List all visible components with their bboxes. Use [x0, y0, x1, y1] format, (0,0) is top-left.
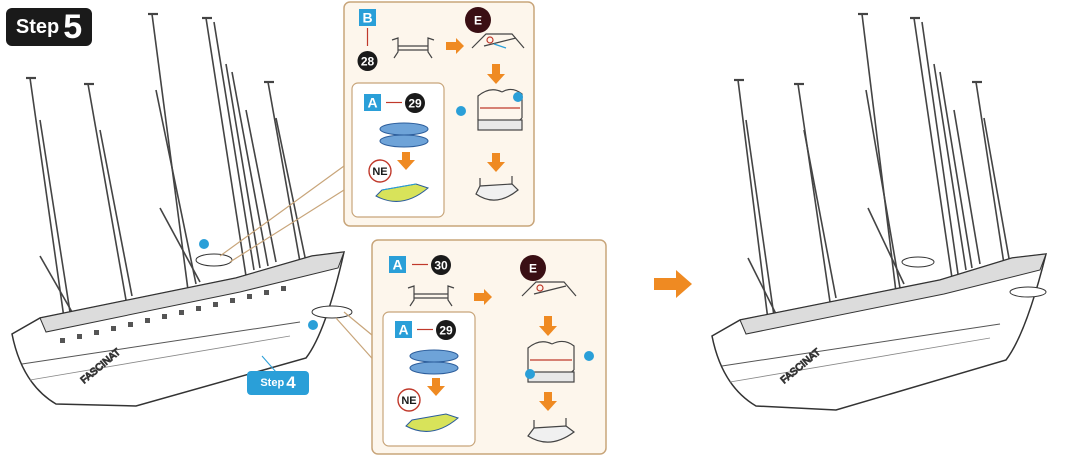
callout-dot-left-1	[199, 239, 209, 249]
mounted-boat-2	[311, 305, 353, 319]
step-number: 5	[63, 8, 83, 46]
part-28-number: 28	[361, 55, 375, 69]
step-badge: Step 5	[6, 8, 92, 46]
callout-dot-bottom-1	[525, 369, 535, 379]
davit-part-icon-bottom	[407, 285, 455, 307]
ship-after: FASCINAT	[711, 12, 1047, 411]
boat-hull-part-icon	[379, 122, 429, 148]
part-29-badge-top	[405, 93, 425, 113]
part-a-letter-sub-top: A	[367, 95, 377, 111]
ship-deck	[39, 251, 345, 333]
gunport	[60, 338, 65, 343]
part-e-badge-bottom	[520, 255, 546, 281]
mounted-boat-1	[195, 253, 233, 267]
part-b-badge	[359, 9, 376, 26]
boat-with-davits-icon-bottom	[527, 340, 575, 383]
boat-with-davits-icon	[477, 88, 523, 131]
ne-label-top: NE	[372, 166, 387, 178]
ship-after-deck	[739, 253, 1047, 335]
davit-part-icon	[391, 37, 435, 59]
painted-boat-icon-bottom	[405, 413, 460, 432]
arrow-down-bottom-1	[539, 316, 557, 336]
gunport	[77, 334, 82, 339]
ship-before: FASCINAT	[11, 12, 353, 407]
leader-lines	[219, 165, 379, 366]
arrow-down-sub-top	[397, 152, 415, 170]
part-30-number: 30	[434, 259, 448, 273]
part-a-letter-bottom: A	[392, 257, 402, 273]
gunport	[162, 314, 167, 319]
gunport	[111, 326, 116, 331]
panel-bottom: A 30 E	[371, 239, 607, 455]
gunport	[264, 290, 269, 295]
gunport	[94, 330, 99, 335]
davit-glued-icon-bottom	[521, 281, 577, 297]
ne-badge-top	[368, 159, 392, 183]
gunport	[213, 302, 218, 307]
ne-label-bottom: NE	[401, 395, 416, 407]
subpanel-top: A 29 NE	[351, 82, 445, 218]
ship-after-boat-2	[1009, 286, 1047, 298]
step4-tag: Step 4	[247, 371, 309, 395]
part-a-badge-sub-top	[364, 94, 381, 111]
part-e-badge-top	[465, 7, 491, 33]
step4-word: Step	[260, 377, 285, 389]
finished-boat-top-icon	[475, 176, 519, 201]
part-a-badge-sub-bottom	[395, 321, 412, 338]
part-29-number-top: 29	[408, 97, 422, 111]
davit-glued-icon	[471, 33, 525, 49]
part-a-badge-bottom	[389, 256, 406, 273]
part-29-number-bottom: 29	[439, 324, 453, 338]
part-e-letter-bottom: E	[529, 262, 537, 276]
arrow-down-top-1	[487, 64, 505, 84]
part-e-letter-top: E	[474, 14, 482, 28]
arrow-right-bottom	[474, 289, 492, 305]
gunport	[179, 310, 184, 315]
result-arrow	[654, 270, 692, 298]
part-29-badge-bottom	[436, 320, 456, 340]
ship-mast-tops	[26, 12, 274, 86]
gunport	[128, 322, 133, 327]
ship-after-mast-tops	[734, 12, 982, 86]
ship-after-boat-1	[901, 256, 935, 268]
subpanel-bottom: A 29 NE	[382, 311, 476, 447]
gunport	[247, 294, 252, 299]
part-a-letter-sub-bottom: A	[398, 322, 408, 338]
finished-boat-bottom-icon	[527, 418, 576, 443]
part-30-badge	[431, 255, 451, 275]
step4-number: 4	[286, 373, 296, 392]
callout-dot-left-2	[308, 320, 318, 330]
callout-dot-bottom-2	[584, 351, 594, 361]
arrow-down-sub-bottom	[427, 378, 445, 396]
ship-gunports	[60, 286, 286, 343]
gunport	[196, 306, 201, 311]
gunport	[145, 318, 150, 323]
ship-after-masts	[737, 13, 1011, 321]
ne-badge-bottom	[397, 388, 421, 412]
part-28-badge	[357, 51, 378, 71]
gunport	[230, 298, 235, 303]
callout-dot-top-1	[456, 106, 466, 116]
part-b-letter: B	[362, 10, 372, 26]
step-word: Step	[15, 15, 60, 38]
gunport	[281, 286, 286, 291]
boat-hull-part-icon-bottom	[409, 349, 459, 375]
arrow-down-top-2	[487, 153, 505, 172]
painted-boat-icon-top	[375, 183, 430, 202]
arrow-right-top	[446, 38, 464, 54]
arrow-down-bottom-2	[539, 392, 557, 411]
panel-top: B 28 E	[343, 1, 535, 227]
callout-dot-top-2	[513, 92, 523, 102]
